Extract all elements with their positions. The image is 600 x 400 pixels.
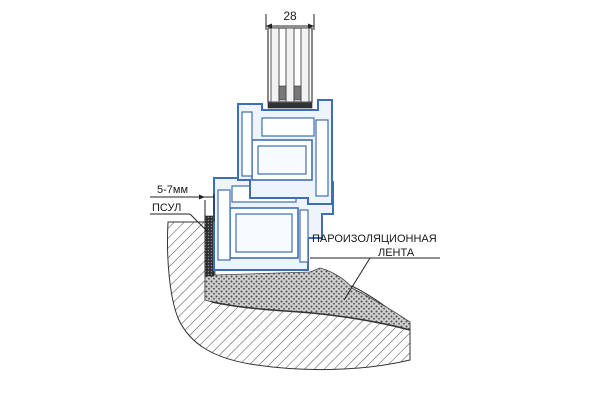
tape-label-line2: ЛЕНТА bbox=[378, 247, 415, 259]
frame-chamber-left bbox=[217, 189, 231, 261]
dim-glass-width: 28 bbox=[283, 9, 297, 23]
sash-chamber-right bbox=[315, 119, 329, 197]
gap-label: 5-7мм bbox=[157, 184, 188, 196]
dim-arrow-right bbox=[308, 23, 314, 29]
frame-chamber-inner bbox=[235, 213, 293, 253]
psul-seal bbox=[204, 215, 215, 277]
tape-label-line1: ПАРОИЗОЛЯЦИОННАЯ bbox=[312, 233, 437, 245]
dim-arrow-left bbox=[266, 23, 272, 29]
frame-chamber-right bbox=[299, 209, 309, 263]
sash-rebate bbox=[261, 117, 315, 137]
psul-leader-d bbox=[189, 213, 209, 233]
tape-leader-d bbox=[343, 257, 371, 301]
gap-arrow bbox=[199, 194, 205, 200]
psul-label: ПСУЛ bbox=[152, 202, 181, 214]
sash-chamber-inner bbox=[257, 145, 307, 175]
sash-chamber-left bbox=[241, 111, 253, 177]
vapour-tape bbox=[211, 301, 411, 331]
glass-unit bbox=[267, 27, 313, 103]
